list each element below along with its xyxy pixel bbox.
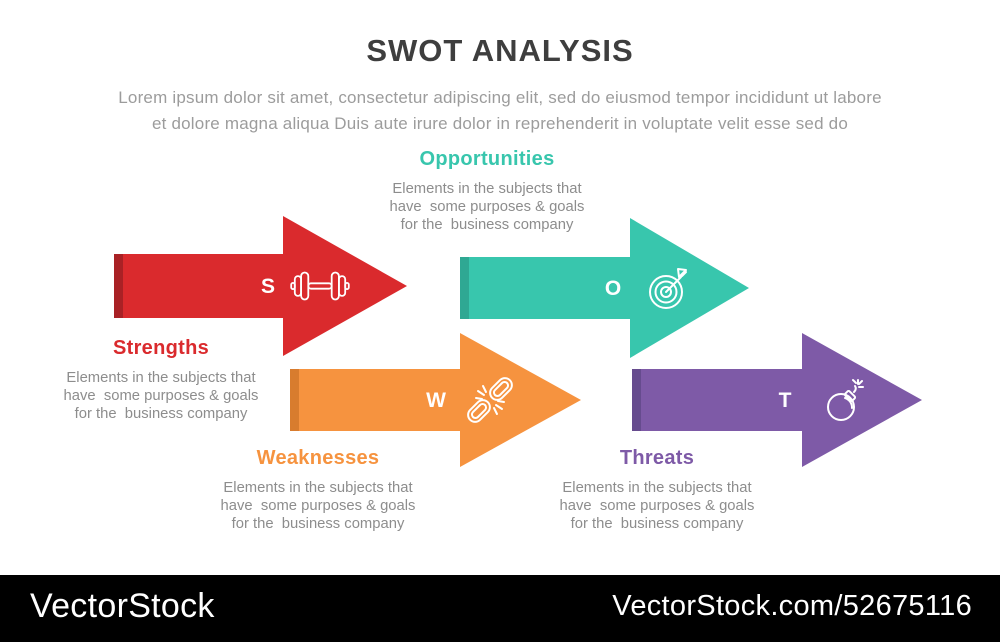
threats-letter: T <box>779 389 792 412</box>
weaknesses-heading: Weaknesses <box>256 447 380 469</box>
threats-arrow: T <box>632 333 922 467</box>
weaknesses-letter: W <box>426 389 446 412</box>
footer-bar: VectorStock VectorStock.com/52675116 <box>0 575 1000 642</box>
bomb-icon <box>827 379 864 421</box>
opportunities-label-block: Opportunities Elements in the subjects t… <box>377 148 597 234</box>
threats-label-block: Threats Elements in the subjects that ha… <box>547 447 767 533</box>
strengths-letter: S <box>261 275 275 298</box>
intro-text: Lorem ipsum dolor sit amet, consectetur … <box>118 88 882 134</box>
arrows-graphic: S O <box>114 216 922 467</box>
vectorstock-image-ref: VectorStock.com/52675116 <box>612 590 972 622</box>
dumbbell-icon <box>290 271 350 301</box>
weaknesses-label-block: Weaknesses Elements in the subjects that… <box>208 447 428 533</box>
opportunities-letter: O <box>605 277 621 300</box>
threats-heading: Threats <box>619 447 695 469</box>
strengths-arrow-tail-shadow <box>114 254 123 318</box>
strengths-arrow: S <box>114 216 407 356</box>
vectorstock-logo: VectorStock <box>30 587 215 625</box>
strengths-heading: Strengths <box>112 337 210 359</box>
opportunities-arrow-tail-shadow <box>460 257 469 319</box>
opportunities-arrow-shape <box>460 218 749 358</box>
strengths-label-block: Strengths Elements in the subjects that … <box>51 337 271 423</box>
page-title: SWOT ANALYSIS <box>366 33 634 68</box>
weaknesses-arrow-shape <box>290 333 581 467</box>
weaknesses-arrow: W <box>290 333 581 467</box>
threats-arrow-tail-shadow <box>632 369 641 431</box>
weaknesses-arrow-tail-shadow <box>290 369 299 431</box>
broken-chain-icon <box>467 377 513 423</box>
strengths-description: Elements in the subjects that have some … <box>63 370 259 423</box>
threats-description: Elements in the subjects that have some … <box>559 480 755 533</box>
weaknesses-description: Elements in the subjects that have some … <box>220 480 416 533</box>
strengths-arrow-shape <box>114 216 407 356</box>
target-icon <box>649 268 687 309</box>
opportunities-arrow: O <box>460 218 749 358</box>
threats-arrow-shape <box>632 333 922 467</box>
opportunities-heading: Opportunities <box>419 148 555 170</box>
opportunities-description: Elements in the subjects that have some … <box>389 181 585 234</box>
